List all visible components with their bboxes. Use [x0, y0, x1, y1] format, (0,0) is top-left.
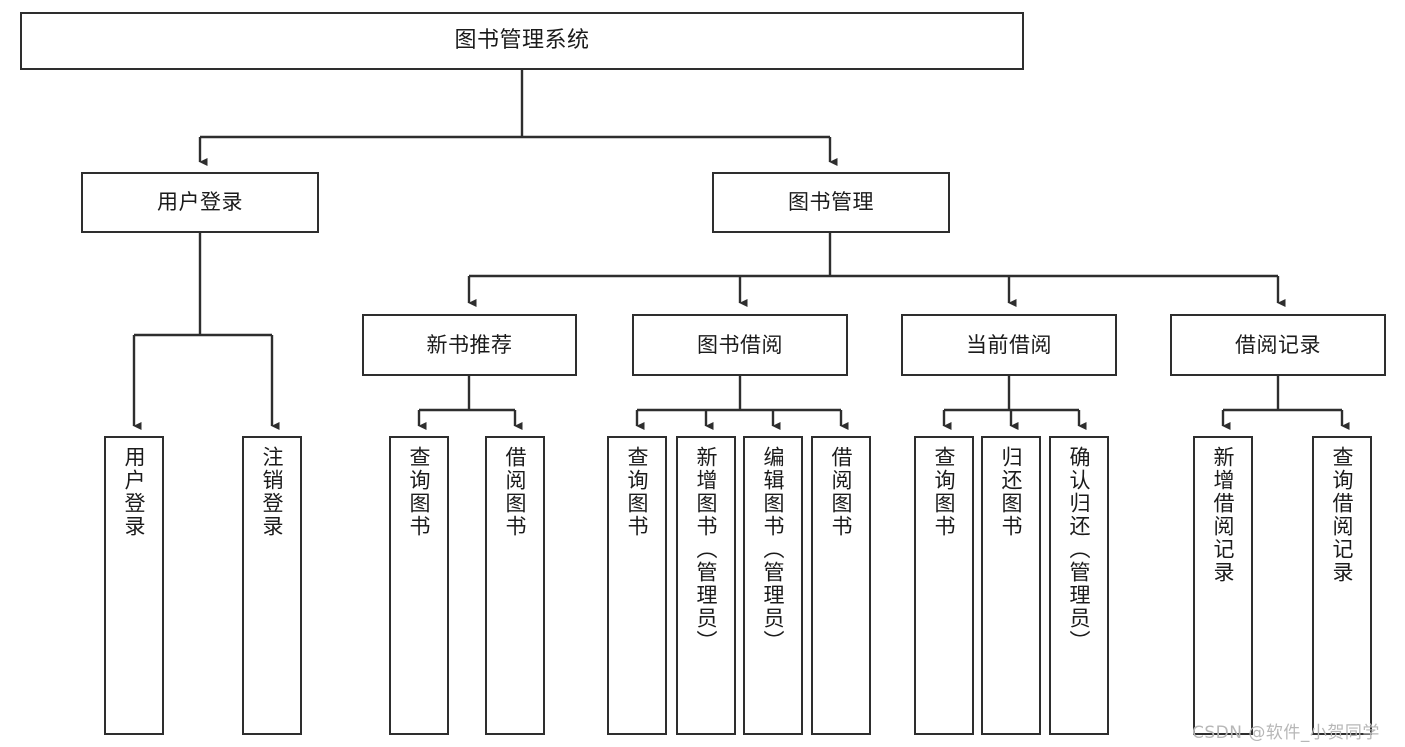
leaf-query-borrow-record[interactable]: 查询借阅记录: [1312, 436, 1372, 735]
leaf-add-book-admin[interactable]: 新增图书（管理员）: [676, 436, 736, 735]
node-book-management[interactable]: 图书管理: [712, 172, 950, 233]
watermark-text: CSDN @软件_小贺同学: [1192, 723, 1380, 743]
node-label: 确认归还（管理员）: [1067, 446, 1092, 653]
node-label: 图书管理系统: [454, 28, 590, 54]
node-label: 查询图书: [625, 446, 650, 538]
node-borrow-record[interactable]: 借阅记录: [1170, 314, 1386, 376]
node-label: 用户登录: [122, 446, 147, 538]
leaf-user-login[interactable]: 用户登录: [104, 436, 164, 735]
leaf-user-logout[interactable]: 注销登录: [242, 436, 302, 735]
node-label: 新增图书（管理员）: [694, 446, 719, 653]
node-label: 图书借阅: [697, 332, 783, 357]
node-label: 图书管理: [788, 190, 874, 215]
node-root-system[interactable]: 图书管理系统: [20, 12, 1024, 70]
node-label: 查询图书: [932, 446, 957, 538]
leaf-edit-book-admin[interactable]: 编辑图书（管理员）: [743, 436, 803, 735]
node-label: 归还图书: [999, 446, 1024, 538]
node-label: 编辑图书（管理员）: [761, 446, 786, 653]
leaf-query-book-recommend[interactable]: 查询图书: [389, 436, 449, 735]
node-label: 注销登录: [260, 446, 285, 538]
node-label: 借阅记录: [1235, 332, 1321, 357]
node-label: 当前借阅: [966, 332, 1052, 357]
node-label: 借阅图书: [503, 446, 528, 538]
node-current-borrow[interactable]: 当前借阅: [901, 314, 1117, 376]
leaf-add-borrow-record[interactable]: 新增借阅记录: [1193, 436, 1253, 735]
leaf-confirm-return-admin[interactable]: 确认归还（管理员）: [1049, 436, 1109, 735]
leaf-query-book-borrow[interactable]: 查询图书: [607, 436, 667, 735]
node-new-book-recommend[interactable]: 新书推荐: [362, 314, 577, 376]
node-label: 查询借阅记录: [1330, 446, 1355, 584]
node-book-borrow[interactable]: 图书借阅: [632, 314, 848, 376]
leaf-borrow-book-recommend[interactable]: 借阅图书: [485, 436, 545, 735]
node-label: 用户登录: [157, 190, 243, 215]
leaf-return-book[interactable]: 归还图书: [981, 436, 1041, 735]
node-user-login[interactable]: 用户登录: [81, 172, 319, 233]
leaf-query-book-current[interactable]: 查询图书: [914, 436, 974, 735]
node-label: 新书推荐: [426, 332, 513, 357]
node-label: 借阅图书: [829, 446, 854, 538]
node-label: 新增借阅记录: [1211, 446, 1236, 584]
node-label: 查询图书: [407, 446, 432, 538]
leaf-borrow-book[interactable]: 借阅图书: [811, 436, 871, 735]
